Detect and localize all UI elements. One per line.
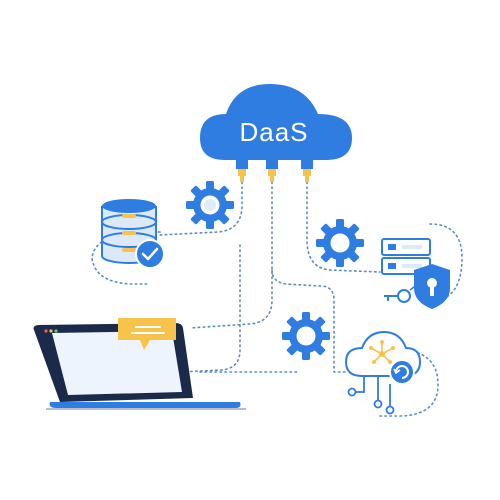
server-shield-icon xyxy=(381,238,450,309)
gear-icon xyxy=(282,312,330,360)
cloud-plug-middle xyxy=(266,160,278,182)
database-check-icon xyxy=(101,199,165,269)
cloud-plug-right xyxy=(301,160,313,182)
window-dot-yellow xyxy=(49,329,53,333)
window-dot-green xyxy=(54,329,58,333)
connection-line-server xyxy=(306,181,381,273)
cloud-icon: DaaS xyxy=(200,84,352,182)
sync-icon xyxy=(389,359,415,385)
window-dot-red xyxy=(44,329,48,333)
laptop-icon xyxy=(33,323,246,410)
cloud-network-icon xyxy=(344,330,422,415)
gear-icon xyxy=(316,219,364,267)
shield-icon xyxy=(414,264,450,309)
gear-icon xyxy=(186,181,234,229)
connection-line-laptop xyxy=(189,181,273,329)
cloud-label: DaaS xyxy=(239,117,308,147)
connection-line-laptop-lower xyxy=(179,244,241,373)
key-icon xyxy=(384,283,419,303)
connection-line-network xyxy=(271,269,347,373)
laptop-screen xyxy=(52,331,182,395)
check-badge-icon xyxy=(135,239,165,269)
cloud-plug-left xyxy=(236,160,248,182)
chat-bubble-icon xyxy=(118,318,176,350)
